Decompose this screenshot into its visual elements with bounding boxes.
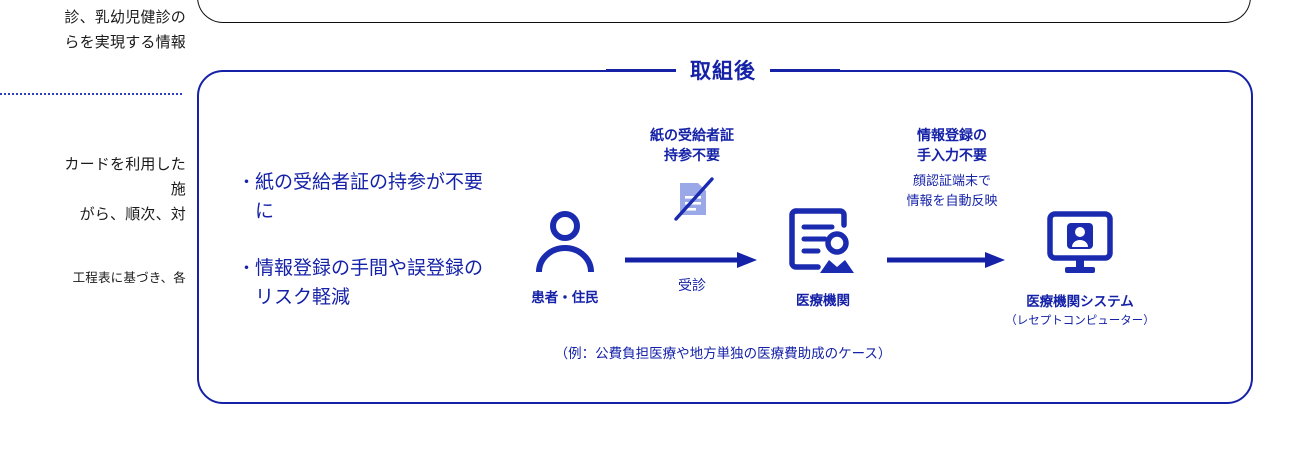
- left-text-fragment: 施: [170, 181, 186, 198]
- left-text-fragment: がら、順次、対: [79, 206, 186, 223]
- left-text-fragment: 工程表に基づき、各: [72, 271, 186, 285]
- dotted-divider: [0, 93, 182, 95]
- previous-panel-cutoff: [197, 0, 1251, 23]
- left-text-fragment: カードを利用した: [64, 156, 186, 173]
- left-text-fragment: 診、乳幼児健診の: [64, 9, 186, 26]
- left-text-fragment: らを実現する情報: [64, 34, 186, 51]
- left-text-column: 診、乳幼児健診の らを実現する情報 カードを利用した 施 がら、順次、対 工程表…: [0, 0, 190, 471]
- after-initiative-panel: [197, 70, 1253, 404]
